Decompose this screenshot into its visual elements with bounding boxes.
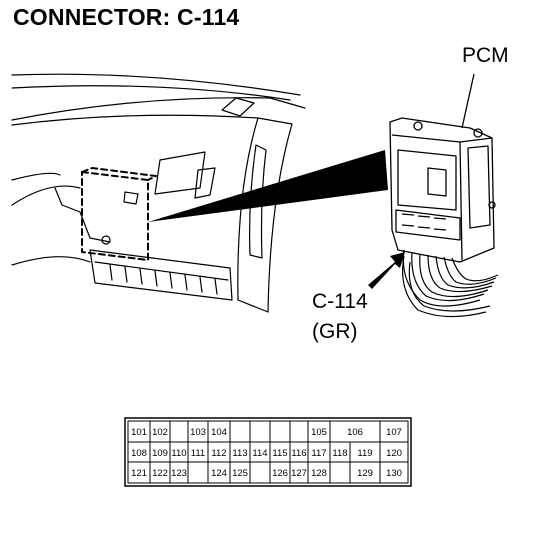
pin-cell-blank [229, 420, 251, 443]
page-title: CONNECTOR: C-114 [13, 4, 240, 30]
pin-label-101: 101 [131, 427, 147, 438]
fuse-block [89, 249, 233, 301]
pin-label-129: 129 [357, 468, 373, 479]
pin-label-102: 102 [152, 427, 168, 438]
pin-cell-blank [289, 420, 309, 443]
pin-label-130: 130 [386, 468, 402, 479]
connector-arrow-icon [368, 252, 405, 289]
callout-wedge [148, 150, 388, 222]
pin-label-117: 117 [311, 448, 326, 459]
pin-label-112: 112 [211, 448, 226, 459]
pin-cell-blank [329, 461, 351, 484]
pin-label-118: 118 [332, 448, 347, 459]
location-box [81, 171, 149, 261]
pcm-module [389, 117, 496, 263]
cowl-line [11, 97, 306, 121]
pin-label-121: 121 [131, 468, 147, 479]
side-panel [249, 144, 267, 259]
pin-cell-blank [249, 461, 271, 484]
bolt-icon [101, 235, 111, 245]
wire-harness [402, 249, 499, 318]
pin-label-108: 108 [131, 448, 147, 459]
pin-label-122: 122 [152, 468, 168, 479]
pin-cell-blank [187, 461, 209, 484]
pin-cell-blank [169, 420, 189, 443]
pin-cell-130 [379, 461, 409, 484]
pin-label-127: 127 [291, 468, 307, 479]
dashboard-top [11, 114, 293, 126]
pin-cell-blank [249, 420, 271, 443]
bracket [54, 187, 111, 243]
pin-label-113: 113 [232, 448, 247, 459]
pin-label-114: 114 [252, 448, 267, 459]
pin-label-123: 123 [171, 468, 187, 479]
pcm-leader-line [461, 73, 475, 129]
pin-label-107: 107 [386, 427, 402, 438]
pin-label-106: 106 [347, 427, 363, 438]
connector-id-label: C-114 [312, 290, 368, 313]
pin-label-111: 111 [191, 448, 205, 459]
pin-label-110: 110 [171, 448, 186, 459]
pin-label-104: 104 [211, 427, 227, 438]
vent-icon [221, 97, 255, 117]
windshield-line [11, 73, 301, 96]
pin-label-120: 120 [386, 448, 402, 459]
pcm-label: PCM [462, 44, 509, 67]
pin-label-119: 119 [357, 448, 372, 459]
pin-label-124: 124 [211, 468, 227, 479]
pin-label-109: 109 [152, 448, 168, 459]
pin-label-128: 128 [311, 468, 327, 479]
pin-label-125: 125 [232, 468, 248, 479]
pin-label-116: 116 [291, 448, 306, 459]
pin-label-103: 103 [190, 427, 206, 438]
connector-color-label: (GR) [312, 320, 358, 343]
pin-cell-blank [269, 420, 291, 443]
pin-table-key-frame [249, 420, 309, 442]
pin-label-105: 105 [311, 427, 327, 438]
cluster-opening [154, 151, 206, 195]
pin-table-outer [124, 417, 412, 487]
pin-label-115: 115 [272, 448, 287, 459]
pin-label-126: 126 [272, 468, 288, 479]
